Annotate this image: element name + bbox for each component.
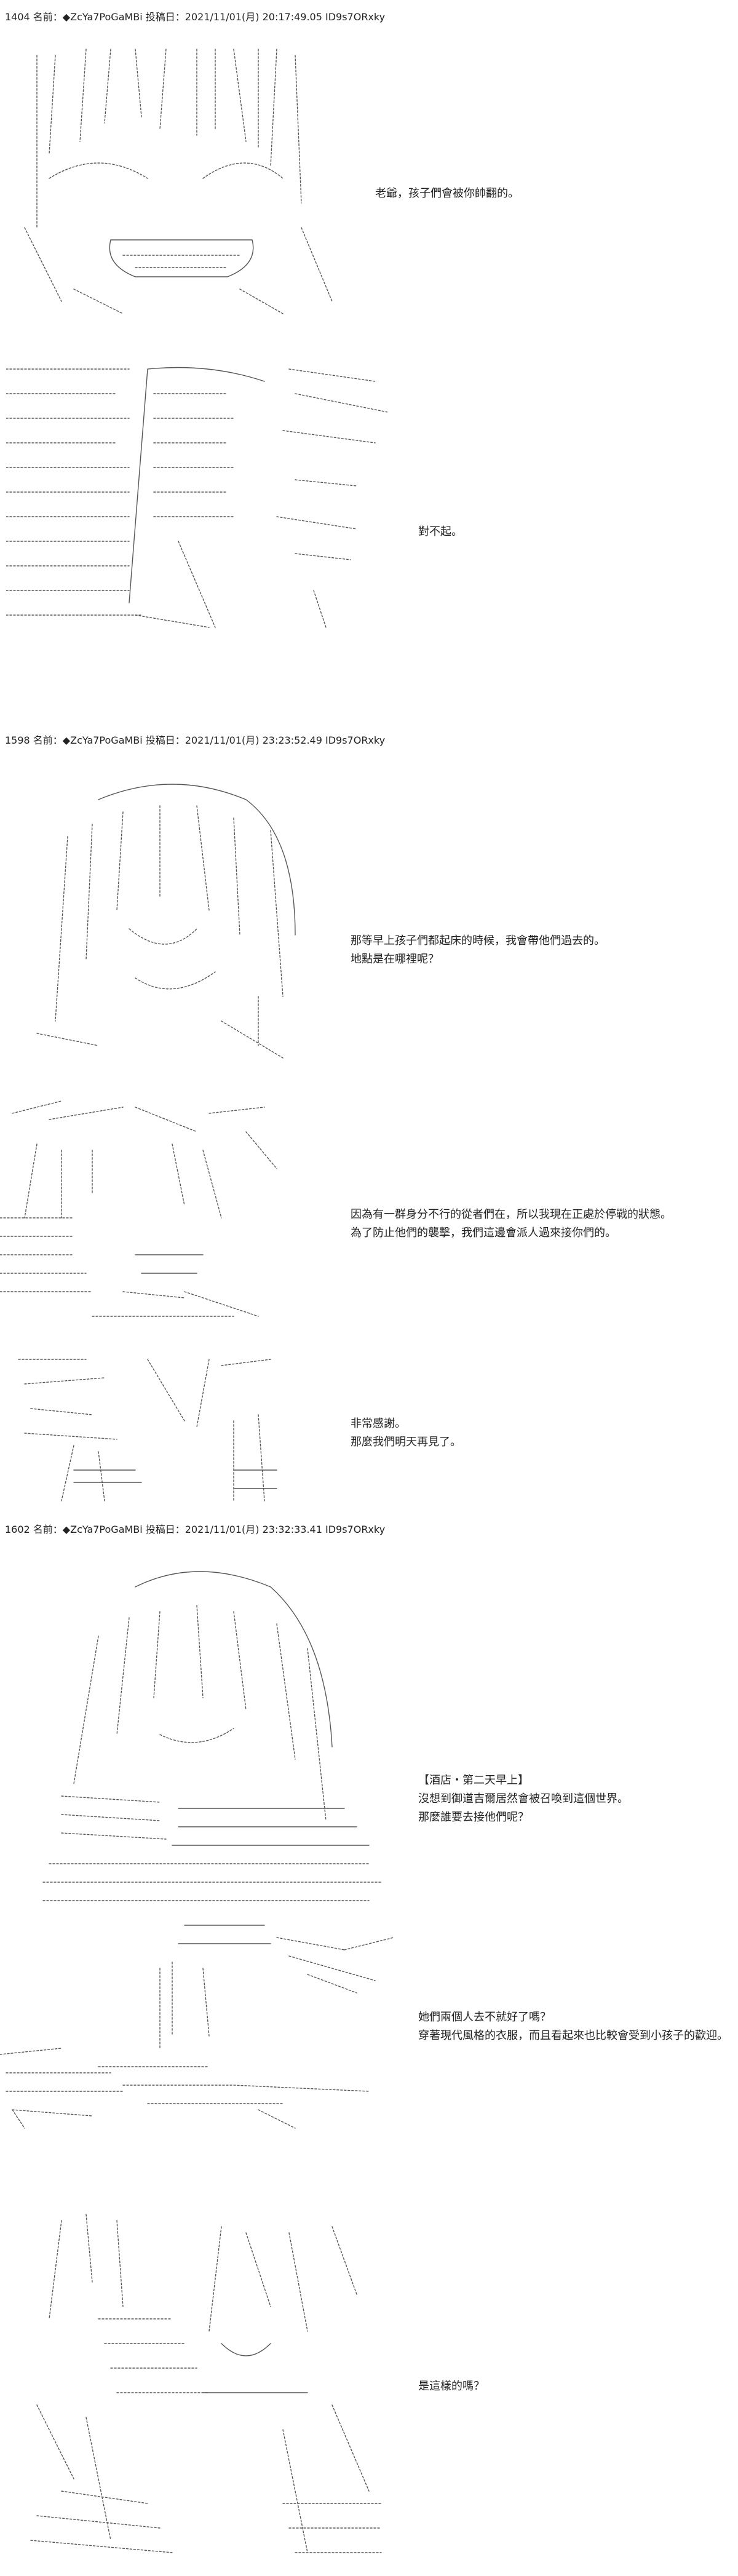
dialogue-line: 那麼我們明天再見了。 <box>351 1436 461 1449</box>
dialogue-line: 沒想到御道吉爾居然會被召喚到這個世界。 <box>418 1792 629 1805</box>
dialogue-line: 是這樣的嗎？ <box>418 2380 485 2393</box>
dialogue-line: 她們兩個人去不就好了嗎？ <box>418 2011 551 2024</box>
ascii-art-character <box>0 1095 283 1341</box>
dialogue-line: 為了防止他們的襲擊，我們這邊會派人過來接你們的。 <box>351 1226 616 1239</box>
dialogue-text: 她們兩個人去不就好了嗎？ 穿著現代風格的衣服，而且看起來也比較會受到小孩子的歡迎… <box>418 2008 728 2045</box>
ascii-art-character <box>6 357 387 640</box>
dialogue-text: 因為有一群身分不行的從者們在，所以我現在正處於停戰的狀態。 為了防止他們的襲擊，… <box>351 1206 672 1242</box>
dialogue-line: 非常感謝。 <box>351 1417 406 1430</box>
dialogue-line: 老爺，孩子們會被你帥翻的。 <box>375 187 519 200</box>
dialogue-line: 那等早上孩子們都起床的時候，我會帶他們過去的。 <box>351 934 605 947</box>
dialogue-line: 穿著現代風格的衣服，而且看起來也比較會受到小孩子的歡迎。 <box>418 2029 728 2042</box>
dialogue-line: 因為有一群身分不行的從者們在，所以我現在正處於停戰的狀態。 <box>351 1208 672 1221</box>
dialogue-text: 非常感謝。 那麼我們明天再見了。 <box>351 1415 461 1452</box>
ascii-art-character <box>0 1913 394 2134</box>
dialogue-text: 那等早上孩子們都起床的時候，我會帶他們過去的。 地點是在哪裡呢？ <box>351 932 605 969</box>
dialogue-text: 老爺，孩子們會被你帥翻的。 <box>375 185 519 203</box>
ascii-art-character <box>25 775 320 1064</box>
ascii-art-character <box>12 1347 283 1507</box>
dialogue-line: 【酒店・第二天早上】 <box>418 1774 529 1787</box>
post-header: 1598 名前：◆ZcYa7PoGaMBi 投稿日：2021/11/01(月) … <box>5 734 386 746</box>
post-header: 1602 名前：◆ZcYa7PoGaMBi 投稿日：2021/11/01(月) … <box>5 1524 386 1535</box>
dialogue-line: 那麼誰要去接他們呢？ <box>418 1811 529 1824</box>
dialogue-line: 對不起。 <box>418 525 462 538</box>
dialogue-line: 地點是在哪裡呢？ <box>351 953 439 966</box>
ascii-art-character <box>37 1562 394 1907</box>
dialogue-text: 【酒店・第二天早上】 沒想到御道吉爾居然會被召喚到這個世界。 那麼誰要去接他們呢… <box>418 1771 629 1827</box>
post-header: 1404 名前：◆ZcYa7PoGaMBi 投稿日：2021/11/01(月) … <box>5 11 386 23</box>
dialogue-text: 是這樣的嗎？ <box>418 2377 485 2396</box>
dialogue-text: 對不起。 <box>418 523 462 541</box>
ascii-art-character <box>25 2208 394 2571</box>
ascii-art-character <box>12 43 357 320</box>
